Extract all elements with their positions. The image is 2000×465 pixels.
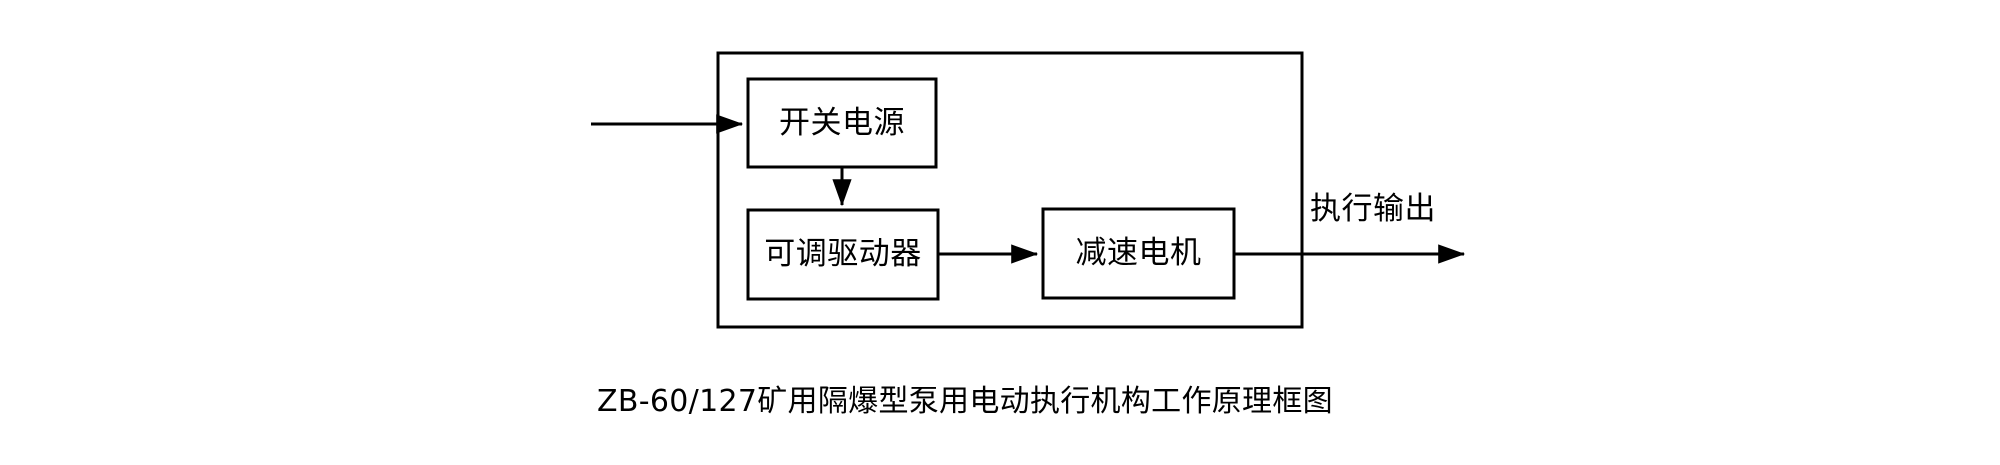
switching-power-supply-block: 开关电源 bbox=[748, 79, 936, 167]
adjustable-driver-block: 可调驱动器 bbox=[748, 210, 938, 299]
gear-motor-label: 减速电机 bbox=[1075, 235, 1202, 271]
adjustable-driver-box-outline bbox=[746, 208, 940, 301]
diagram-caption: ZB-60/127矿用隔爆型泵用电动执行机构工作原理框图 bbox=[0, 384, 2000, 420]
adjustable-driver-label: 可调驱动器 bbox=[764, 236, 922, 272]
explosion-proof-enclosure-outline bbox=[716, 51, 1304, 329]
switching-power-supply-label: 开关电源 bbox=[779, 104, 905, 141]
execution-output-label: 执行输出 bbox=[1310, 191, 1436, 227]
diagram-caption-text: ZB-60/127矿用隔爆型泵用电动执行机构工作原理框图 bbox=[597, 384, 1333, 419]
gear-motor-block: 减速电机 bbox=[1043, 209, 1234, 298]
